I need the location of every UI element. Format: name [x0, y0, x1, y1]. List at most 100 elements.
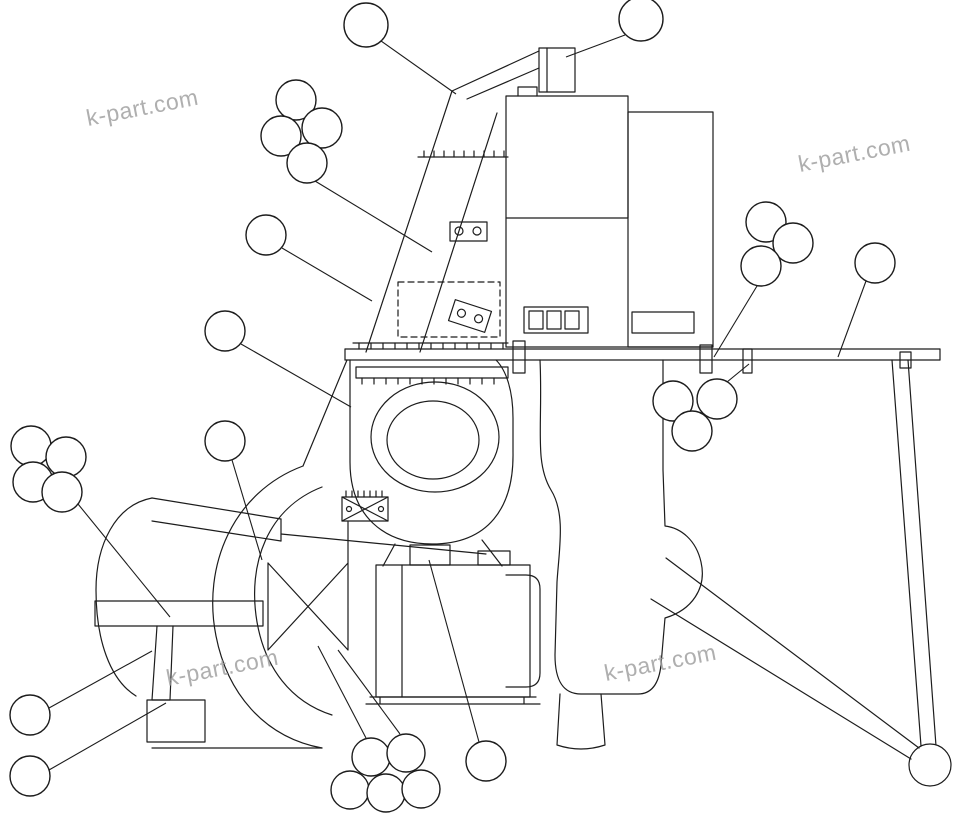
- deck-lower-ticks: [361, 377, 495, 385]
- watermark-text: k-part.com: [796, 130, 913, 177]
- balloon-4[interactable]: [245, 214, 287, 256]
- balloon-3a[interactable]: [275, 79, 317, 121]
- clamp-bolt-2: [377, 505, 385, 513]
- vent-slot-2: [546, 310, 562, 330]
- balloon-10[interactable]: [204, 420, 246, 462]
- deck-lower-band: [355, 366, 509, 379]
- balloon-11-leader-line: [48, 650, 153, 709]
- balloon-13a[interactable]: [351, 737, 391, 777]
- balloon-5-leader-line: [240, 343, 352, 408]
- support-leg: [891, 359, 952, 787]
- deck-bracket-2: [699, 344, 713, 374]
- balloon-3c[interactable]: [260, 115, 302, 157]
- volute-outer-ring: [370, 381, 500, 493]
- tower-left-edge: [365, 90, 453, 353]
- motor-base: [365, 696, 541, 705]
- balloon-9d[interactable]: [41, 471, 83, 513]
- deck-hatch-ticks: [358, 342, 504, 350]
- frame-rod: [280, 533, 487, 555]
- name-plate-hole-1: [454, 226, 464, 236]
- duct-outer-curve: [212, 465, 323, 749]
- balloon-8a[interactable]: [652, 380, 694, 422]
- balloon-13c[interactable]: [330, 770, 370, 810]
- balloon-4-leader-line: [281, 247, 373, 302]
- balloon-13e[interactable]: [401, 769, 441, 809]
- balloon-5[interactable]: [204, 310, 246, 352]
- balloon-12[interactable]: [9, 755, 51, 797]
- vent-slot-3: [564, 310, 580, 330]
- motor-top-box: [409, 544, 451, 566]
- motor-end-cap: [505, 574, 541, 688]
- balloon-12-leader-line: [48, 702, 167, 771]
- balloon-6c-leader-line: [713, 285, 758, 358]
- chimney-outline: [538, 47, 576, 93]
- frame-bar: [94, 600, 264, 627]
- body-lower-extension: [556, 693, 606, 750]
- balloon-2-leader-line: [565, 34, 626, 58]
- balloon-8c[interactable]: [671, 410, 713, 452]
- tower-flange-ticks: [423, 150, 505, 158]
- balloon-13b[interactable]: [386, 733, 426, 773]
- balloon-6b[interactable]: [772, 222, 814, 264]
- volute-inner-ring: [386, 400, 480, 480]
- left-frame: [94, 490, 487, 701]
- frame-brace-diagonals: [267, 521, 349, 651]
- balloon-13b-leader-line: [337, 649, 401, 735]
- leg-inner-line: [907, 359, 937, 747]
- balloon-14[interactable]: [465, 740, 507, 782]
- balloon-3b[interactable]: [301, 107, 343, 149]
- service-plate-hole-2: [473, 314, 484, 324]
- engine-box-notch: [517, 86, 538, 97]
- deck-bracket-3: [742, 348, 753, 374]
- balloon-2[interactable]: [618, 0, 664, 42]
- tower-top-inner-edge: [466, 67, 540, 100]
- base-plate-box: [146, 699, 206, 743]
- balloon-7[interactable]: [854, 242, 896, 284]
- engine-box-upper: [505, 95, 629, 219]
- housing-outline: [349, 359, 514, 545]
- balloon-13d[interactable]: [366, 773, 406, 813]
- vent-panel-right: [631, 311, 695, 334]
- funnel-right-line: [481, 539, 503, 567]
- callouts-layer: [9, 0, 896, 813]
- frame-slant-panel-top: [151, 497, 282, 520]
- main-body: [539, 359, 920, 760]
- name-plate-hole-2: [472, 226, 482, 236]
- frame-slant-panel-bottom: [151, 520, 282, 542]
- engine-housing: [397, 86, 714, 348]
- frame-outer-curve: [95, 497, 153, 697]
- balloon-9b[interactable]: [45, 436, 87, 478]
- duct-inner-curve: [254, 486, 333, 716]
- clamp-bolt-1: [345, 505, 353, 513]
- balloon-14-leader-line: [428, 559, 480, 743]
- left-duct: [146, 359, 348, 749]
- balloon-8b[interactable]: [696, 378, 738, 420]
- balloon-9d-leader-line: [77, 503, 171, 618]
- hose-line-2: [650, 598, 912, 760]
- balloon-1[interactable]: [343, 2, 389, 48]
- watermark-text: k-part.com: [602, 639, 719, 686]
- clamp-ticks: [345, 490, 383, 498]
- balloon-8b-leader-line: [726, 363, 750, 383]
- balloon-9a[interactable]: [10, 425, 52, 467]
- deck-bracket-1: [512, 340, 526, 374]
- vent-slot-1: [528, 310, 544, 330]
- balloon-6c[interactable]: [740, 245, 782, 287]
- vent-panel-outline: [523, 306, 589, 334]
- watermark-text: k-part.com: [164, 644, 281, 691]
- clamp-cross: [341, 496, 389, 522]
- balloon-13a-leader-line: [317, 645, 367, 739]
- duct-deck-connector: [302, 359, 348, 467]
- tower-top-edge: [451, 50, 540, 92]
- service-plate-outline: [447, 299, 493, 333]
- watermark-text: k-part.com: [84, 84, 201, 131]
- deck-bracket-4: [899, 351, 912, 369]
- main-body-outline: [539, 359, 703, 695]
- motor-assembly: [365, 544, 541, 705]
- balloon-3d[interactable]: [286, 142, 328, 184]
- motor-body: [375, 564, 531, 698]
- balloon-11[interactable]: [9, 694, 51, 736]
- wheel-circle: [908, 743, 952, 787]
- funnel-left-line: [382, 543, 396, 567]
